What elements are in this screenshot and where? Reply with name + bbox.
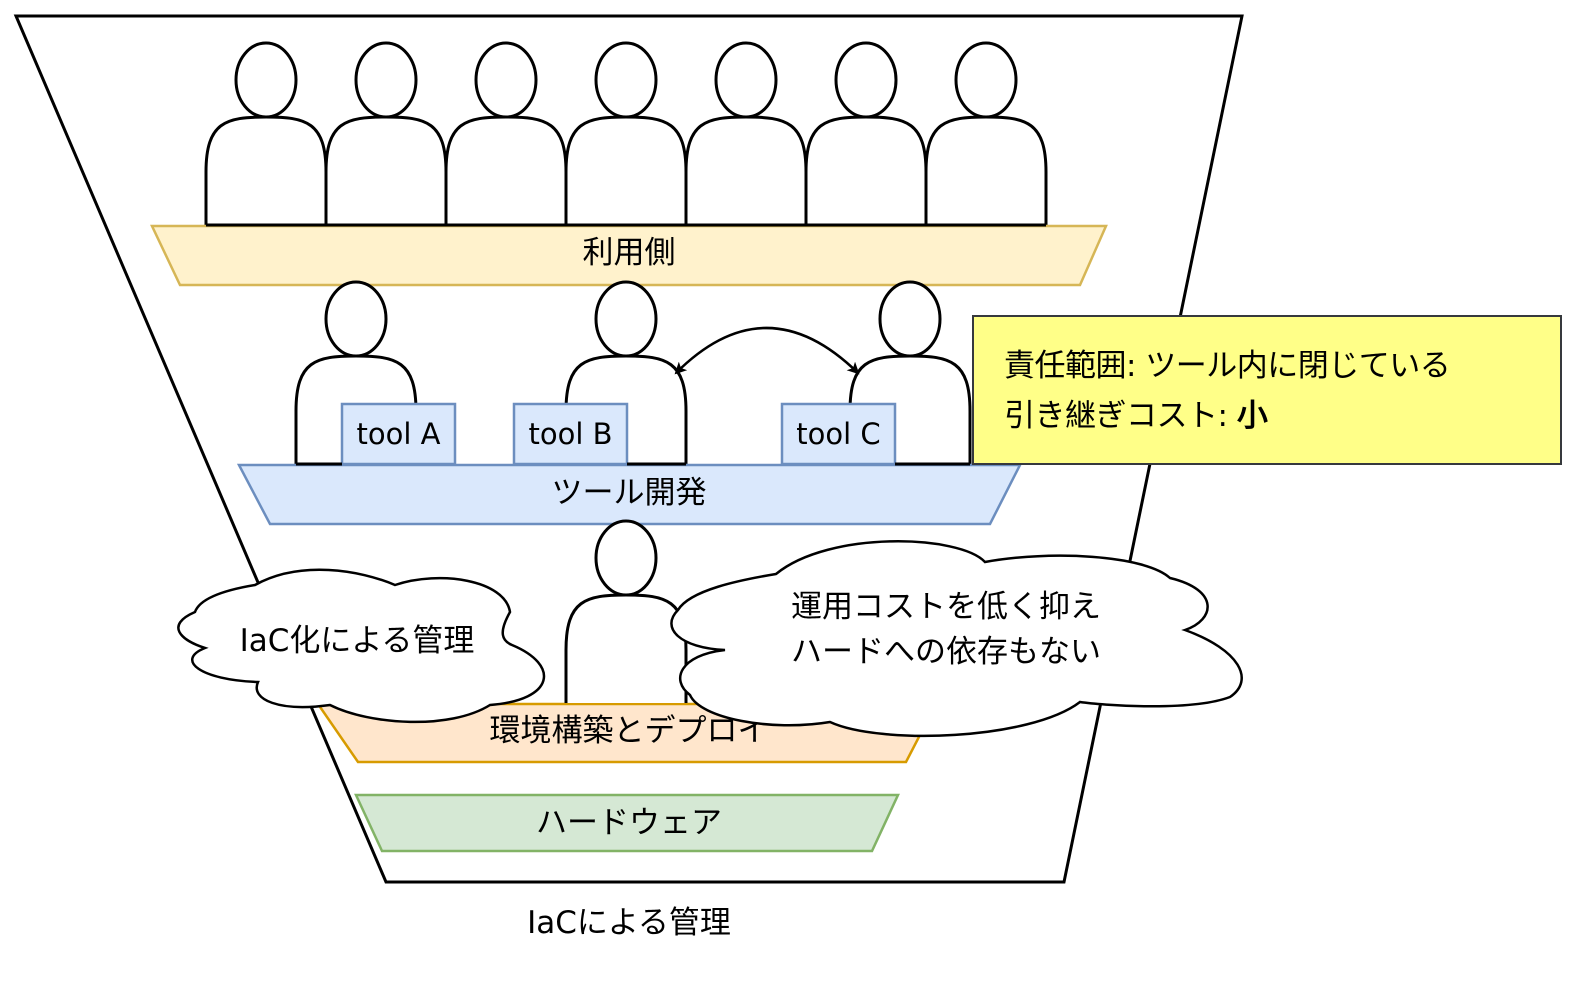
right-cloud-line2: ハードへの依存もない [791,634,1101,670]
hardware-layer-label: ハードウェア [536,805,722,841]
user-person-2 [324,41,448,225]
person-body [924,115,1048,225]
user-person-7 [924,41,1048,225]
left-cloud-text: IaC化による管理 [240,623,475,659]
tool-dev-layer-band[interactable] [236,463,1023,526]
responsibility-note: 責任範囲: ツール内に閉じている 引き継ぎコスト: 小 [972,315,1562,465]
person-head [834,41,898,119]
handover-arrow [674,326,860,375]
person-body [444,115,568,225]
person-body [684,115,808,225]
user-person-4 [564,41,688,225]
hardware-layer-band[interactable] [354,793,900,853]
person-head [234,41,298,119]
left-cloud [177,568,546,724]
person-head [714,41,778,119]
right-cloud-line1: 運用コストを低く抑え [791,589,1101,625]
tool-c-box[interactable] [780,402,897,466]
user-person-1 [204,41,328,225]
person-head [878,280,942,358]
tool-a-box[interactable] [340,402,457,466]
note-line-1: 責任範囲: ツール内に閉じている [1004,348,1451,384]
diagram-caption: IaCによる管理 [527,905,731,941]
tool-b-label: tool B [528,417,612,451]
person-body [204,115,328,225]
user-people-group [204,41,1048,225]
note-line-2: 引き継ぎコスト: 小 [1004,391,1450,441]
operator-person-icon [564,519,688,703]
person-head [594,519,658,597]
note-text: 責任範囲: ツール内に閉じている 引き継ぎコスト: 小 [1004,341,1451,441]
user-person-6 [804,41,928,225]
person-body [564,115,688,225]
tool-c-label: tool C [796,417,880,451]
user-person-3 [444,41,568,225]
person-body [804,115,928,225]
person-head [594,280,658,358]
right-cloud [670,540,1243,738]
note-line-2-value: 小 [1236,398,1268,434]
person-head [594,41,658,119]
env-deploy-layer-label: 環境構築とデプロイ [490,713,769,749]
user-person-5 [684,41,808,225]
operator-person [564,519,688,703]
person-body [324,115,448,225]
person-head [474,41,538,119]
person-head [324,280,388,358]
tool-dev-layer-label: ツール開発 [552,475,707,511]
users-layer-label: 利用側 [583,235,676,271]
person-head [954,41,1018,119]
tool-a-label: tool A [357,417,441,451]
person-head [354,41,418,119]
person-body [564,593,688,703]
tool-b-box[interactable] [512,402,629,466]
note-line-2-prefix: 引き継ぎコスト: [1004,398,1237,434]
